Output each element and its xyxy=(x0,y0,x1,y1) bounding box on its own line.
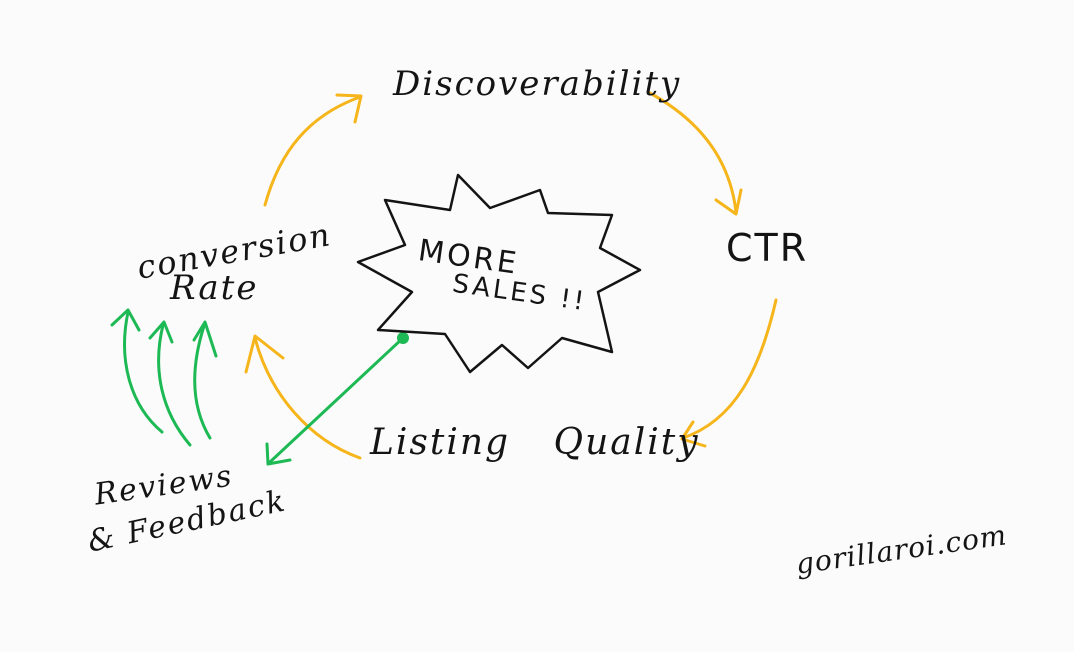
node-ctr: CTR xyxy=(726,226,809,270)
arrowhead-conversion xyxy=(244,334,285,374)
starburst-shape xyxy=(356,173,642,374)
arrowhead-reviews-sales xyxy=(265,442,292,466)
arrow-sales-to-reviews xyxy=(268,336,405,464)
arrow-discoverability-to-ctr xyxy=(646,90,738,214)
node-conversion-rate-line2: Rate xyxy=(170,268,259,308)
arrowhead-discoverability xyxy=(335,93,363,124)
node-listing-quality: Listing Quality xyxy=(370,422,700,463)
arrowhead-reviews-2 xyxy=(148,320,174,344)
arrow-reviews-to-conversion-1 xyxy=(123,310,164,434)
arrow-reviews-to-conversion-3 xyxy=(193,324,212,440)
arrow-ctr-to-listing-quality xyxy=(681,298,778,440)
arrowhead-listing-quality xyxy=(680,420,707,448)
sales-anchor-dot xyxy=(397,332,409,344)
arrow-reviews-to-conversion-2 xyxy=(157,323,192,447)
arrowhead-ctr xyxy=(714,188,743,216)
arrow-listing-to-conversion xyxy=(253,336,362,460)
node-discoverability: Discoverability xyxy=(393,64,682,104)
arrowhead-reviews-3 xyxy=(192,320,218,358)
arrow-conversion-to-discoverability xyxy=(263,95,362,207)
arrowhead-reviews-1 xyxy=(110,308,141,332)
